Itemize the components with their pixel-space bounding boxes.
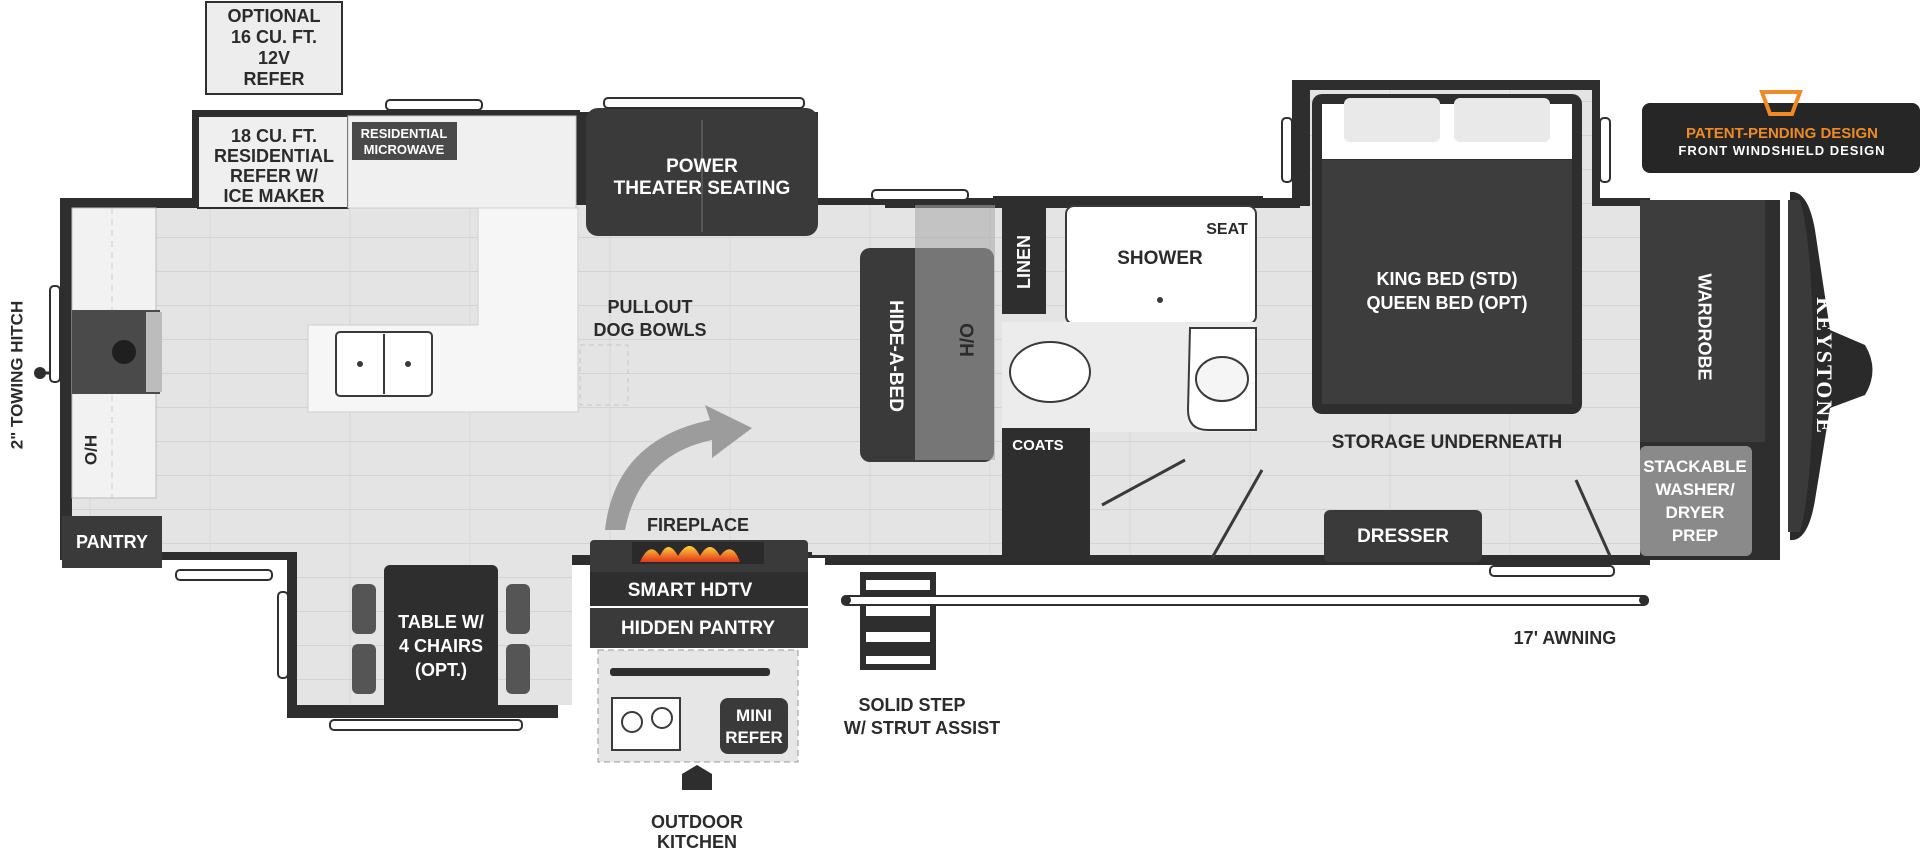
dog-bowls-label-2: DOG BOWLS [594, 320, 707, 340]
sink-icon [335, 331, 433, 397]
badge-line-2: FRONT WINDSHIELD DESIGN [1678, 143, 1885, 158]
entertainment-slide: FIREPLACE SMART HDTV HIDDEN PANTRY [590, 515, 808, 648]
living-overhead-label: O/H [955, 323, 976, 357]
storage-underneath-label: STORAGE UNDERNEATH [1332, 432, 1562, 453]
optional-refer-text: OPTIONAL 16 CU. FT. 12V REFER [228, 6, 321, 89]
coats-closet [1002, 428, 1090, 558]
svg-text:WARDROBE: WARDROBE [1694, 274, 1714, 381]
outdoor-kitchen-arrow-icon [682, 765, 712, 790]
outdoor-kitchen-label-1: OUTDOOR [651, 812, 743, 832]
coats-label: COATS [1012, 437, 1063, 454]
bath-vanity [1186, 327, 1257, 431]
shower-drain-icon [1157, 297, 1163, 303]
svg-text:ICE MAKER: ICE MAKER [223, 186, 324, 206]
svg-text:KING BED (STD): KING BED (STD) [1377, 269, 1518, 289]
front-cap [1788, 191, 1873, 541]
badge-windshield-icon [1759, 90, 1803, 116]
entry-steps [860, 572, 936, 670]
residential-microwave [352, 122, 457, 160]
brand-logo: KEYSTONE [1812, 297, 1837, 435]
svg-text:16 CU. FT.: 16 CU. FT. [231, 27, 317, 47]
solid-step-label-1: SOLID STEP [858, 695, 965, 715]
dresser: DRESSER [1324, 510, 1482, 562]
svg-text:PREP: PREP [1672, 526, 1718, 545]
optional-refer-box [205, 1, 343, 95]
wardrobe-door-swing [1574, 479, 1612, 557]
bedroom-door-swing [1210, 469, 1264, 559]
outdoor-kitchen-label-2: KITCHEN [657, 832, 737, 852]
sink-basin-icon [1195, 356, 1249, 402]
linen-label: LINEN [1014, 235, 1034, 289]
refer-area [197, 115, 349, 209]
dog-bowls-label-1: PULLOUT [608, 297, 693, 317]
outdoor-cooktop-icon [611, 697, 681, 751]
svg-text:18 CU. FT.: 18 CU. FT. [231, 126, 317, 146]
badge-line-1: PATENT-PENDING DESIGN [1686, 125, 1878, 142]
microwave-label-1: RESIDENTIAL [361, 126, 448, 141]
outdoor-griddle [610, 668, 770, 676]
svg-text:(OPT.): (OPT.) [415, 660, 467, 680]
svg-text:SEAT: SEAT [1206, 221, 1248, 238]
power-theater-seating: POWER THEATER SEATING [586, 108, 818, 236]
living-overhead [915, 205, 995, 460]
svg-text:HIDDEN PANTRY: HIDDEN PANTRY [621, 618, 775, 639]
toilet-icon [1009, 341, 1091, 403]
linen-closet [1002, 204, 1046, 314]
dinette-table: TABLE W/ 4 CHAIRS (OPT.) [352, 565, 530, 710]
svg-text:MINI: MINI [736, 706, 772, 725]
king-bed: KING BED (STD) QUEEN BED (OPT) [1312, 94, 1582, 414]
svg-text:WASHER/: WASHER/ [1655, 480, 1735, 499]
svg-text:SMART HDTV: SMART HDTV [628, 580, 753, 601]
bath-wall [993, 196, 1263, 204]
svg-text:POWER: POWER [666, 156, 738, 177]
mini-refer: MINI REFER [720, 698, 788, 754]
svg-text:OPTIONAL: OPTIONAL [228, 6, 321, 26]
svg-text:QUEEN BED (OPT): QUEEN BED (OPT) [1366, 293, 1527, 313]
pantry-cabinet [62, 516, 162, 568]
pantry-label: PANTRY [76, 532, 148, 552]
solid-step-label-2: W/ STRUT ASSIST [844, 718, 1000, 738]
svg-text:RESIDENTIAL: RESIDENTIAL [214, 146, 334, 166]
svg-text:THEATER SEATING: THEATER SEATING [614, 178, 791, 199]
towing-hitch-label: 2" TOWING HITCH [7, 301, 26, 449]
patent-badge: PATENT-PENDING DESIGN FRONT WINDSHIELD D… [1642, 90, 1920, 173]
kitchen-overhead-label: O/H [81, 435, 100, 465]
microwave-label-2: MICROWAVE [364, 142, 445, 157]
svg-text:REFER: REFER [243, 69, 304, 89]
washer-dryer-prep: STACKABLE WASHER/ DRYER PREP [1640, 446, 1752, 556]
awning-bar [841, 595, 1649, 606]
svg-text:DRESSER: DRESSER [1357, 526, 1449, 547]
residential-refer-text: 18 CU. FT. RESIDENTIAL REFER W/ ICE MAKE… [214, 126, 334, 206]
windows [49, 97, 1615, 731]
svg-text:FIREPLACE: FIREPLACE [647, 515, 749, 535]
svg-text:TABLE W/: TABLE W/ [398, 612, 484, 632]
svg-text:HIDE-A-BED: HIDE-A-BED [885, 300, 906, 412]
svg-text:REFER W/: REFER W/ [230, 166, 318, 186]
bath-door-swing [1101, 458, 1186, 507]
svg-text:4 CHAIRS: 4 CHAIRS [399, 636, 483, 656]
svg-text:REFER: REFER [725, 728, 783, 747]
range-cooktop-icon [72, 310, 162, 394]
svg-text:12V: 12V [258, 48, 290, 68]
svg-text:DRYER: DRYER [1666, 503, 1725, 522]
awning-label: 17' AWNING [1514, 628, 1617, 648]
slide-out-arrow-icon [605, 405, 752, 530]
svg-text:STACKABLE: STACKABLE [1643, 457, 1747, 476]
svg-text:SHOWER: SHOWER [1117, 248, 1203, 269]
fireplace-flame-icon [640, 546, 740, 562]
shower: SHOWER SEAT [1065, 205, 1257, 325]
